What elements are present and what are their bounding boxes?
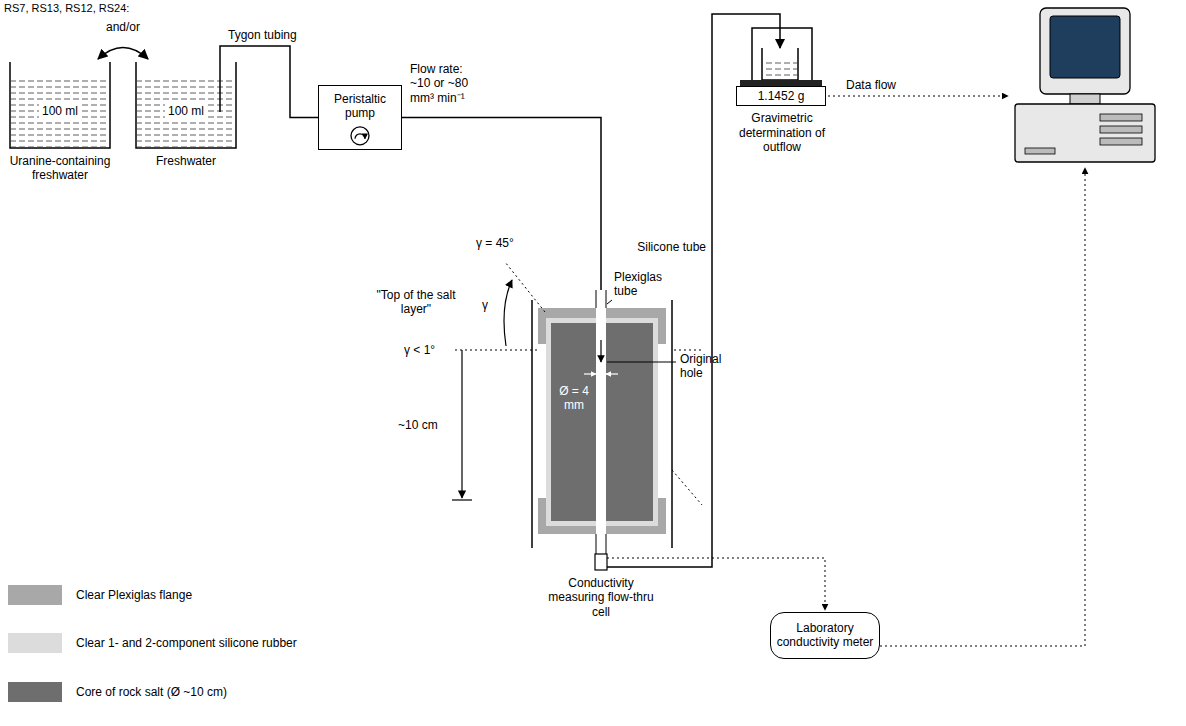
pump-outlet-tube xyxy=(402,117,601,290)
plexiglas-tube xyxy=(596,290,606,556)
dimension: Ø = 4 mm xyxy=(555,384,593,413)
meter-label: Laboratory conductivity meter xyxy=(775,621,875,650)
tube-wall xyxy=(606,534,607,556)
drive-slot xyxy=(1100,114,1142,121)
legend-swatch xyxy=(8,633,62,653)
angle-line xyxy=(505,262,545,312)
flow-rate-note: Flow rate: ~10 or ~80 mm³ min⁻¹ xyxy=(410,62,484,105)
pump-box: Peristaltic pump xyxy=(318,85,402,150)
beaker-outline xyxy=(10,62,110,148)
data-flow-line xyxy=(828,96,1008,97)
top-layer-line xyxy=(455,350,538,351)
balance xyxy=(740,28,822,86)
angle-label: γ = 45° xyxy=(476,236,536,250)
conductivity-cell xyxy=(595,554,607,570)
beaker: 100 mlUranine-containing freshwater xyxy=(10,62,110,148)
part-name: Tygon tubing xyxy=(228,28,318,42)
legend-text: Clear Plexiglas flange xyxy=(76,588,192,602)
water xyxy=(763,60,797,79)
diameter-arrow xyxy=(606,373,618,374)
monitor-stand xyxy=(1070,94,1100,104)
draft-shield xyxy=(752,28,812,84)
collection-beaker xyxy=(762,48,798,80)
tube-wall xyxy=(606,290,607,308)
connector xyxy=(220,46,318,117)
pump-symbol xyxy=(351,127,369,145)
depth-tick xyxy=(452,499,472,500)
beaker-caption: Freshwater xyxy=(131,154,241,168)
connector xyxy=(98,48,148,60)
beaker-caption: Uranine-containing freshwater xyxy=(5,154,115,183)
reference-note: "Top of the salt layer" xyxy=(374,288,458,317)
meter-box: Laboratory conductivity meter xyxy=(770,612,880,659)
volume-label: 100 ml xyxy=(165,104,207,118)
computer xyxy=(1015,8,1155,162)
leader-line xyxy=(607,300,612,304)
data-flow-line xyxy=(880,168,1085,646)
core-assembly xyxy=(532,290,672,570)
legend-swatch xyxy=(8,682,62,702)
tube-wall xyxy=(596,534,597,556)
angle-label: γ < 1° xyxy=(404,343,452,357)
signal-line xyxy=(607,558,825,610)
legend-text: Clear 1- and 2-component silicone rubber xyxy=(76,636,297,650)
dimension: ~10 cm xyxy=(398,418,454,432)
angle-line xyxy=(672,470,702,505)
water xyxy=(11,76,109,147)
pump-label: Peristaltic pump xyxy=(323,92,397,121)
silicone-tube xyxy=(607,14,780,567)
diameter-arrow xyxy=(584,373,596,374)
monitor xyxy=(1040,8,1130,94)
angle-symbol: γ xyxy=(482,298,496,312)
balance-display: 1.1452 gGravimetric determination of out… xyxy=(736,86,826,106)
part-name: Plexiglas tube xyxy=(614,270,672,299)
drive-slot xyxy=(1100,126,1142,133)
balance-caption: Gravimetric determination of outflow xyxy=(727,111,837,154)
depth-arrow xyxy=(461,350,462,498)
leader-line xyxy=(607,362,676,363)
tubing-intake xyxy=(219,62,221,112)
volume-label: 100 ml xyxy=(39,104,81,118)
flow-arrow xyxy=(600,340,602,362)
part-name: Conductivity measuring flow-thru cell xyxy=(546,576,656,619)
drive-slot xyxy=(1100,138,1142,145)
legend-text: Core of rock salt (Ø ~10 cm) xyxy=(76,685,227,699)
edge-label: and/or xyxy=(104,20,142,34)
top-layer-line xyxy=(674,350,702,351)
sample-ids: RS7, RS13, RS12, RS24: xyxy=(4,2,224,15)
beaker-freshwater xyxy=(136,62,236,148)
balance-pan xyxy=(740,80,822,86)
computer-case xyxy=(1015,104,1155,162)
balance-reading: 1.1452 g xyxy=(737,89,825,103)
tube-wall xyxy=(596,290,597,308)
rod xyxy=(671,300,673,548)
rod xyxy=(531,300,533,548)
legend-swatch xyxy=(8,585,62,605)
beaker: 100 mlFreshwater xyxy=(136,62,236,148)
part-name: Silicone tube xyxy=(626,240,706,254)
pump-rotation xyxy=(355,134,365,139)
beaker-outline xyxy=(136,62,236,148)
angle-arrow xyxy=(504,280,512,346)
signal-name: Data flow xyxy=(846,78,926,92)
panel-button xyxy=(1025,148,1055,154)
part-name: Original hole xyxy=(680,352,736,381)
beaker-uranine xyxy=(10,62,110,148)
screen xyxy=(1050,16,1120,78)
